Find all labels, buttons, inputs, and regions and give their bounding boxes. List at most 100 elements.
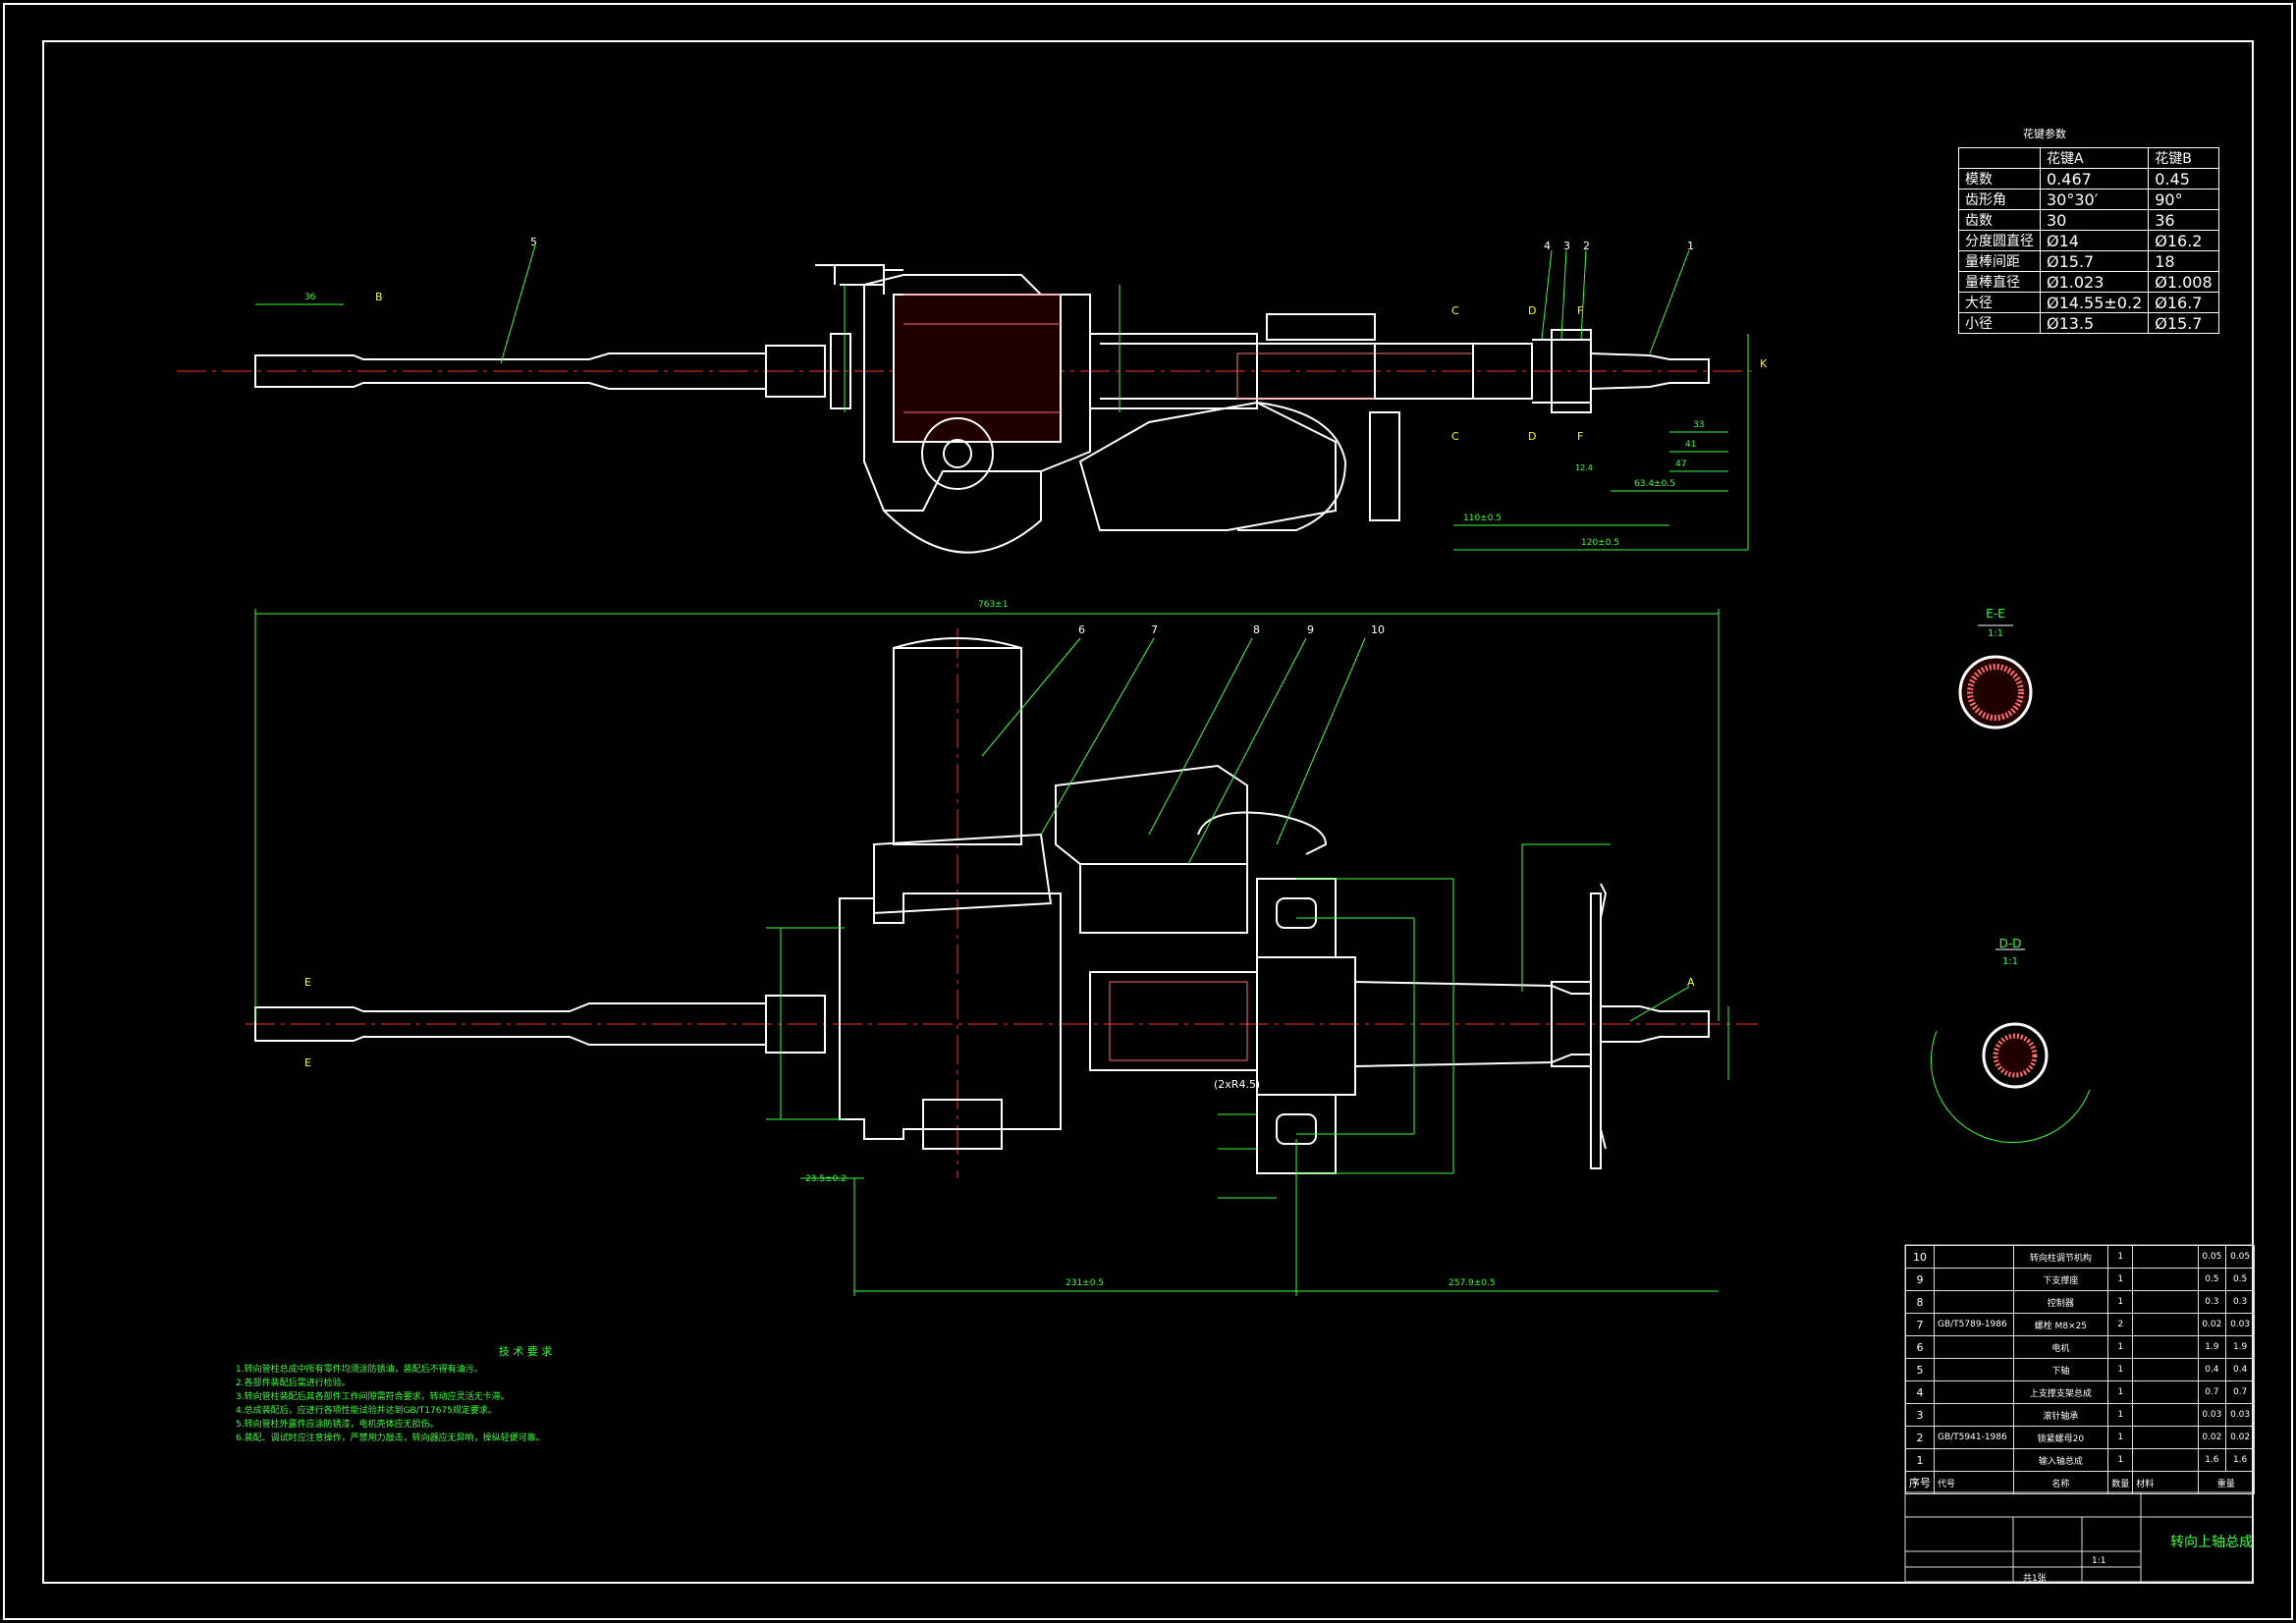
callout-10: 10 (1371, 623, 1385, 636)
bom-qty: 1 (2107, 1268, 2134, 1291)
bom-w1: 0.05 (2197, 1245, 2227, 1269)
bom-qty: 1 (2107, 1358, 2134, 1381)
bom-w1: 1.6 (2197, 1448, 2227, 1472)
bom-h-name: 名称 (2012, 1471, 2109, 1494)
callout-5-top: 5 (530, 236, 537, 248)
view-letter-a: A (1687, 976, 1695, 989)
bom-mat (2132, 1290, 2199, 1314)
bom-std (1934, 1380, 2014, 1404)
header-spline-a: 花键A (2039, 147, 2150, 169)
note-line: 3.转向管柱装配后其各部件工作间隙需符合要求，转动应灵活无卡滞。 (236, 1392, 510, 1402)
view-letter-e-top: E (304, 976, 311, 989)
param-a: Ø1.023 (2039, 271, 2150, 293)
bom-qty: 1 (2107, 1448, 2134, 1472)
callout-8: 8 (1253, 623, 1260, 636)
bom-std (1934, 1290, 2014, 1314)
bom-w1: 0.4 (2197, 1358, 2227, 1381)
param-b: Ø1.008 (2148, 271, 2219, 293)
bom-w2: 0.05 (2225, 1245, 2255, 1269)
bom-name: 转向柱调节机构 (2012, 1245, 2109, 1269)
header-blank (1958, 147, 2041, 169)
spline-header-row: 花键A 花键B (1958, 147, 2219, 169)
callout-7: 7 (1151, 623, 1158, 636)
bom-no: 1 (1905, 1448, 1935, 1472)
note-line: 1.转向管柱总成中所有零件均须涂防锈油，装配后不得有油污。 (236, 1365, 483, 1375)
bom-name: 螺栓 M8×25 (2012, 1313, 2109, 1336)
dim-width: 23.5±0.2 (805, 1174, 847, 1184)
bom-mat (2132, 1426, 2199, 1449)
technical-requirements: 技 术 要 求 1.转向管柱总成中所有零件均须涂防锈油，装配后不得有油污。 2.… (236, 1345, 668, 1445)
param-a: Ø15.7 (2039, 250, 2150, 272)
bom-std: GB/T5941-1986 (1934, 1426, 2014, 1449)
section-dd-scale: 1:1 (2001, 956, 2019, 967)
drawing-scale: 1:1 (2092, 1556, 2106, 1566)
bom-mat (2132, 1380, 2199, 1404)
callout-1: 1 (1687, 240, 1694, 252)
bom-no: 7 (1905, 1313, 1935, 1336)
bom-header-row: 序号代号名称数量材料重量 (1905, 1471, 2256, 1494)
bom-qty: 1 (2107, 1426, 2134, 1449)
bom-name: 下支撑座 (2012, 1268, 2109, 1291)
param-label: 量棒间距 (1958, 250, 2041, 272)
callout-6: 6 (1078, 623, 1085, 636)
bom-qty: 1 (2107, 1335, 2134, 1359)
bom-no: 4 (1905, 1380, 1935, 1404)
bom-name: 滚针轴承 (2012, 1403, 2109, 1427)
bom-w2: 0.02 (2225, 1426, 2255, 1449)
bom-no: 3 (1905, 1403, 1935, 1427)
dim-top-120: 120±0.5 (1581, 538, 1620, 548)
bom-w2: 0.7 (2225, 1380, 2255, 1404)
dim-41: 41 (1685, 440, 1697, 450)
top-view (177, 244, 1758, 554)
param-label: 模数 (1958, 168, 2041, 189)
header-spline-b: 花键B (2148, 147, 2219, 169)
bom-name: 锁紧螺母20 (2012, 1426, 2109, 1449)
inner-border (42, 40, 2254, 1584)
bom-std (1934, 1335, 2014, 1359)
view-letter-d-top: D (1528, 304, 1537, 317)
bom-std (1934, 1268, 2014, 1291)
bom-mat (2132, 1313, 2199, 1336)
view-letter-k: K (1760, 357, 1768, 370)
bom-w2: 0.03 (2225, 1313, 2255, 1336)
dim-47: 47 (1675, 460, 1687, 469)
param-label: 齿形角 (1958, 189, 2041, 210)
section-dd-title: D-D (1998, 937, 2022, 950)
bom-w1: 1.9 (2197, 1335, 2227, 1359)
dim-bolt: (2xR4.5) (1214, 1078, 1261, 1091)
bom-qty: 1 (2107, 1245, 2134, 1269)
section-ee-scale: 1:1 (1987, 628, 2004, 639)
note-line: 5.转向管柱外露件应涂防锈漆，电机壳体应无损伤。 (236, 1420, 439, 1430)
param-a: 0.467 (2039, 168, 2150, 189)
view-letter-b: B (375, 291, 383, 303)
callout-4: 4 (1544, 240, 1551, 252)
param-label: 量棒直径 (1958, 271, 2041, 293)
callout-9: 9 (1307, 623, 1314, 636)
bom-mat (2132, 1448, 2199, 1472)
param-a: 30°30′ (2039, 189, 2150, 210)
param-b: 18 (2148, 250, 2219, 272)
bom-w2: 0.4 (2225, 1358, 2255, 1381)
section-ee-title: E-E (1986, 607, 2005, 621)
view-letter-c-bottom: C (1451, 430, 1459, 443)
param-label: 齿数 (1958, 209, 2041, 231)
bom-qty: 1 (2107, 1380, 2134, 1404)
bom-name: 下轴 (2012, 1358, 2109, 1381)
bom-h-std: 代号 (1934, 1471, 2014, 1494)
bom-qty: 1 (2107, 1403, 2134, 1427)
note-line: 2.各部件装配后需进行检验。 (236, 1379, 351, 1388)
bom-h-qty: 数量 (2107, 1471, 2134, 1494)
bom-no: 8 (1905, 1290, 1935, 1314)
bom-w2: 0.03 (2225, 1403, 2255, 1427)
dim-right-span: 257.9±0.5 (1449, 1278, 1496, 1288)
dim-top-63: 63.4±0.5 (1634, 479, 1675, 489)
